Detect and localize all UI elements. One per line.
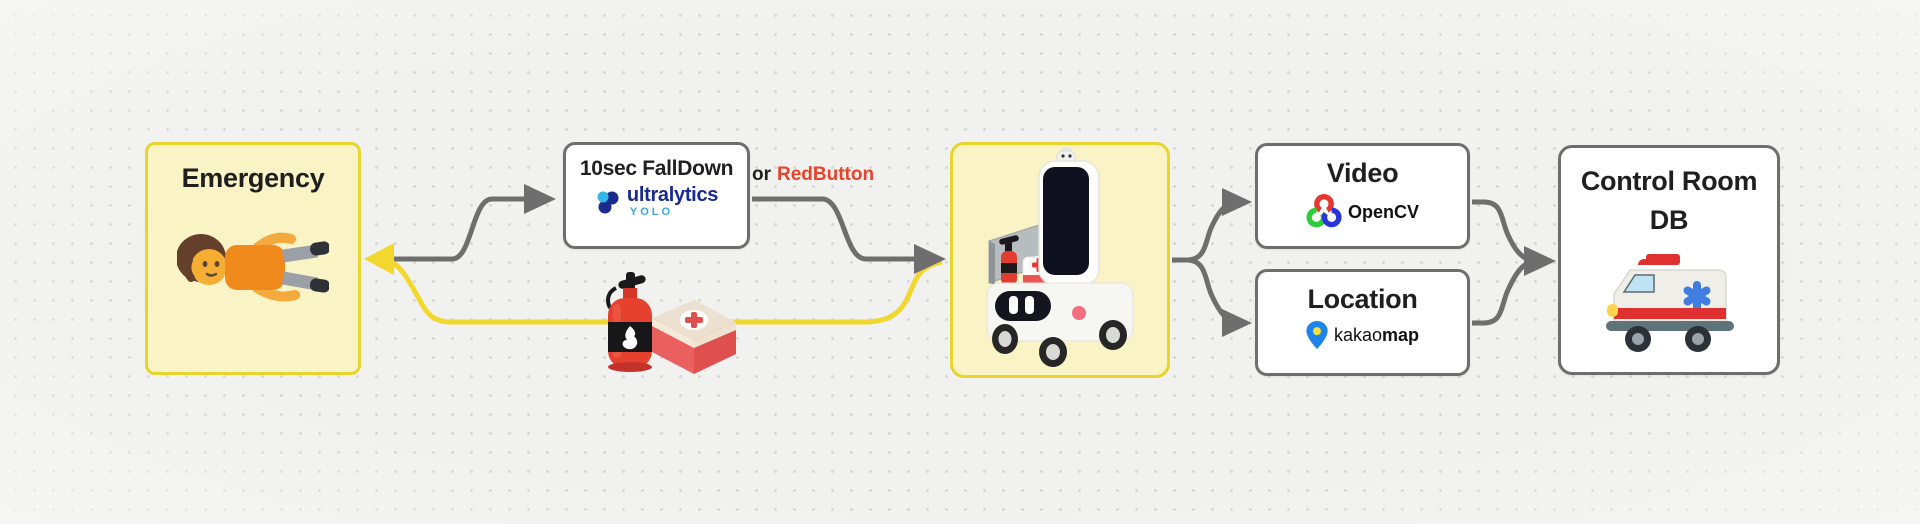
node-video: Video OpenCV xyxy=(1255,143,1470,249)
arrow-location-to-controldb xyxy=(1472,259,1532,326)
arrowhead-into-controldb xyxy=(1524,246,1556,276)
arrowhead-into-robot xyxy=(914,244,946,274)
arrowhead-into-location xyxy=(1222,309,1252,337)
arrow-video-to-controldb xyxy=(1472,199,1531,263)
kakaomap-lockup: kakaomap xyxy=(1306,321,1419,350)
arrowhead-into-video xyxy=(1222,188,1252,216)
opencv-logo xyxy=(1306,194,1342,228)
ultralytics-wordmark: ultralytics xyxy=(626,184,719,206)
kakaomap-pin-icon xyxy=(1306,321,1328,350)
video-title: Video xyxy=(1326,158,1399,188)
node-robot xyxy=(950,142,1170,378)
kakaomap-wordmark: kakaomap xyxy=(1333,325,1420,345)
node-control-db: Control Room DB xyxy=(1558,145,1780,375)
arrow-robot-to-location xyxy=(1187,257,1237,325)
or-redbutton-label: or RedButton xyxy=(752,164,874,186)
location-title: Location xyxy=(1307,284,1418,314)
ambulance-icon xyxy=(1606,254,1734,353)
arrow-robot-to-video xyxy=(1172,199,1237,263)
supplies-illustration xyxy=(606,272,736,374)
first-aid-kit-icon xyxy=(652,300,736,374)
node-emergency: Emergency xyxy=(145,142,361,375)
redbutton-label: RedButton xyxy=(777,164,875,185)
delivery-robot-illustration xyxy=(986,147,1134,367)
node-location: Location kakaomap xyxy=(1255,269,1470,376)
arrowhead-into-emergency xyxy=(364,243,394,275)
control-db-line2: DB xyxy=(1649,205,1689,236)
yolo-wordmark: YOLO xyxy=(629,206,674,218)
arrow-falldown-to-robot xyxy=(752,196,918,262)
ultralytics-yolo-logo: ultralytics YOLO xyxy=(595,185,718,218)
or-prefix: or xyxy=(752,164,771,185)
fallen-person-icon xyxy=(177,232,329,302)
opencv-wordmark: OpenCV xyxy=(1347,201,1419,222)
node-falldown: 10sec FallDown ultralytics YOLO xyxy=(563,142,750,249)
arrowhead-into-falldown xyxy=(524,184,556,214)
control-db-title: Control Room DB xyxy=(1580,162,1758,240)
opencv-lockup: OpenCV xyxy=(1306,193,1419,231)
falldown-title: 10sec FallDown xyxy=(579,157,734,180)
ultralytics-icon xyxy=(597,191,619,213)
fire-extinguisher-icon xyxy=(606,272,652,372)
arrow-emergency-to-falldown xyxy=(372,196,528,262)
emergency-supplies xyxy=(588,266,748,378)
control-db-line1: Control Room xyxy=(1580,166,1758,196)
emergency-title: Emergency xyxy=(181,163,325,193)
